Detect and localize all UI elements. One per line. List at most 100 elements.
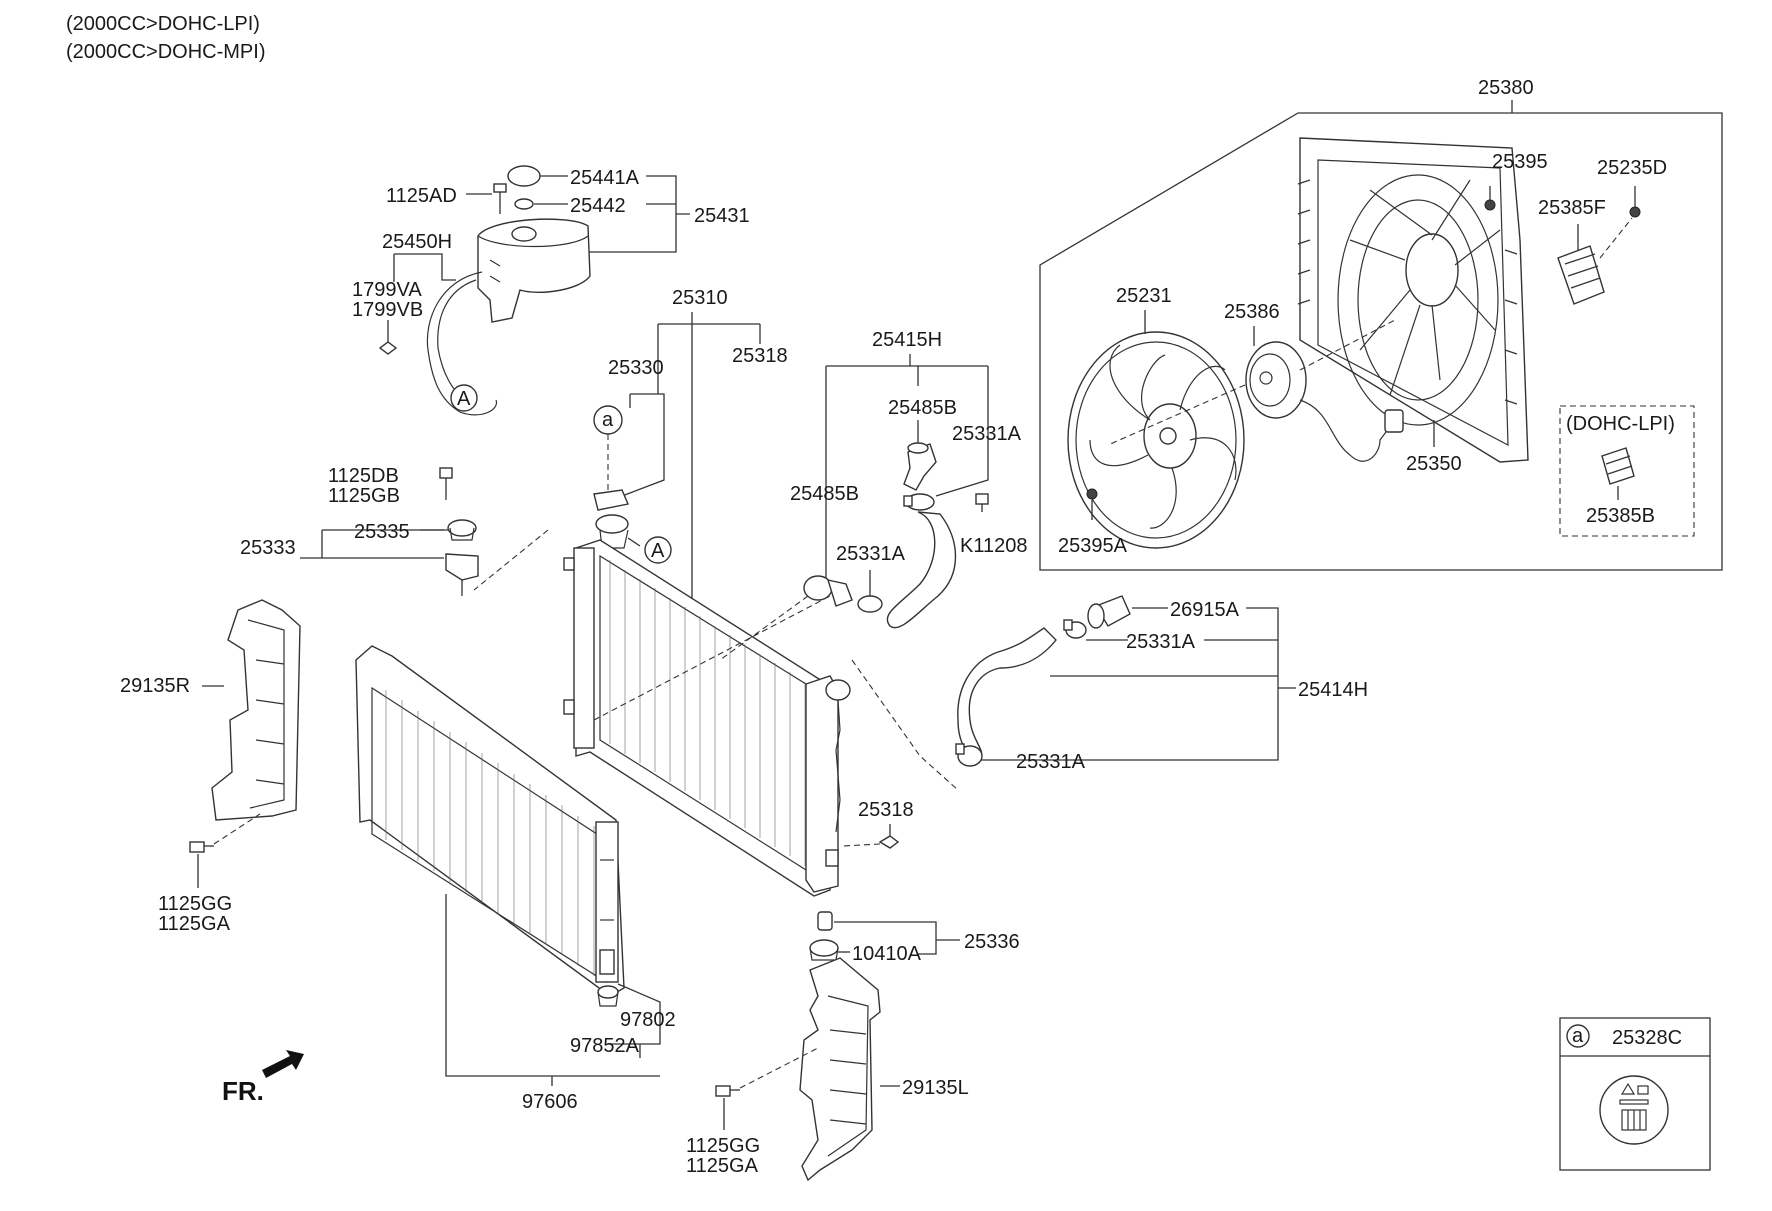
label-25385B: 25385B bbox=[1586, 505, 1655, 527]
header-line-1: (2000CC>DOHC-LPI) bbox=[66, 13, 260, 35]
upper-hose bbox=[886, 511, 957, 629]
dohc-lpi-box bbox=[1559, 405, 1695, 537]
label-25318-top: 25318 bbox=[732, 345, 788, 367]
label-25350: 25350 bbox=[1406, 453, 1462, 475]
hose-fitting-25485B-upper bbox=[903, 442, 937, 491]
label-97606: 97606 bbox=[522, 1091, 578, 1113]
label-25441A: 25441A bbox=[570, 167, 640, 189]
label-25331A-lower-2: 25331A bbox=[1016, 751, 1086, 773]
fan-assembly-frame bbox=[1039, 112, 1723, 571]
screw-25395 bbox=[1484, 186, 1496, 211]
label-25415H: 25415H bbox=[872, 329, 942, 351]
reservoir-hose bbox=[426, 271, 498, 416]
label-97852A: 97852A bbox=[570, 1035, 640, 1057]
label-1125GG-left: 1125GG bbox=[158, 893, 232, 915]
warning-label-25328C bbox=[1599, 1075, 1669, 1145]
label-25414H: 25414H bbox=[1298, 679, 1368, 701]
label-25431: 25431 bbox=[694, 205, 750, 227]
lower-hose-group: 26915A 25331A 25414H 25331A bbox=[955, 595, 1368, 773]
fan-assembly-group: 25380 bbox=[1039, 77, 1723, 571]
resistor-25385B bbox=[1601, 447, 1635, 500]
label-25485B-upper: 25485B bbox=[888, 397, 957, 419]
hose-clamp-left bbox=[857, 570, 883, 613]
label-1125DB: 1125DB bbox=[328, 465, 399, 487]
label-1799VA: 1799VA bbox=[352, 279, 422, 301]
clip-1799VA bbox=[378, 320, 398, 355]
reservoir-cap bbox=[507, 165, 541, 187]
radiator-group: 25310 25318 25330 a A bbox=[473, 287, 959, 897]
screw-25395A bbox=[1086, 488, 1098, 520]
label-25485B-left: 25485B bbox=[790, 483, 859, 505]
label-10410A: 10410A bbox=[852, 943, 922, 965]
callout-A-radiator bbox=[644, 536, 672, 564]
reservoir-tank bbox=[477, 218, 591, 323]
label-25333: 25333 bbox=[240, 537, 296, 559]
label-25380: 25380 bbox=[1478, 77, 1534, 99]
reservoir-group: 25441A 25442 25431 1125AD A 25450H bbox=[352, 165, 750, 416]
label-97802: 97802 bbox=[620, 1009, 676, 1031]
front-direction-indicator: FR. bbox=[222, 1050, 304, 1106]
lower-hose bbox=[957, 627, 1057, 758]
fr-label: FR. bbox=[222, 1076, 264, 1106]
label-dohc-lpi: (DOHC-LPI) bbox=[1566, 413, 1675, 435]
label-25318-mid: 25318 bbox=[858, 799, 914, 821]
label-25331A-upper: 25331A bbox=[952, 423, 1022, 445]
receiver-drier bbox=[595, 821, 619, 983]
label-29135R: 29135R bbox=[120, 675, 190, 697]
isolator-upper bbox=[817, 911, 833, 931]
label-1125GA-left: 1125GA bbox=[158, 913, 231, 935]
label-25328C: 25328C bbox=[1612, 1027, 1682, 1049]
isolator-10410A bbox=[809, 939, 839, 961]
label-25235D: 25235D bbox=[1597, 157, 1667, 179]
label-1125AD: 1125AD bbox=[386, 185, 457, 207]
bolt-1125AD bbox=[466, 183, 507, 214]
label-K11208: K11208 bbox=[960, 535, 1027, 557]
callout-A-top bbox=[450, 384, 478, 412]
condenser-group: 97802 97852A 97606 bbox=[355, 645, 676, 1113]
isolator-group: 10410A 25336 bbox=[809, 911, 1020, 965]
radiator-filler-neck bbox=[595, 514, 629, 534]
label-25386: 25386 bbox=[1224, 301, 1280, 323]
label-25335: 25335 bbox=[354, 521, 410, 543]
label-25231: 25231 bbox=[1116, 285, 1172, 307]
legend-callout-a bbox=[1566, 1024, 1590, 1048]
drier-cap-97802 bbox=[597, 985, 619, 1007]
label-25331A-left: 25331A bbox=[836, 543, 906, 565]
label-1799VB: 1799VB bbox=[352, 299, 423, 321]
bolt-1125DB bbox=[439, 467, 453, 500]
bolt-1125GG-left bbox=[189, 841, 214, 853]
legend-box: a 25328C bbox=[1559, 1017, 1711, 1171]
header-line-2: (2000CC>DOHC-MPI) bbox=[66, 41, 265, 63]
label-29135L: 29135L bbox=[902, 1077, 969, 1099]
label-25385F: 25385F bbox=[1538, 197, 1606, 219]
label-25395A: 25395A bbox=[1058, 535, 1128, 557]
fan-motor bbox=[1245, 319, 1404, 462]
fan-blade bbox=[1067, 331, 1246, 549]
label-25395: 25395 bbox=[1492, 151, 1548, 173]
bolt-1125GG-right bbox=[715, 1085, 740, 1097]
drain-plug-25318 bbox=[878, 835, 900, 849]
hose-clamp-26915 bbox=[1063, 619, 1087, 639]
label-25330: 25330 bbox=[608, 357, 664, 379]
air-guard-left-group: 29135L 1125GG 1125GA bbox=[686, 957, 969, 1182]
label-25310: 25310 bbox=[672, 287, 728, 309]
hose-clamp-upper bbox=[903, 493, 935, 511]
label-26915A: 26915A bbox=[1170, 599, 1240, 621]
screw-25235D bbox=[1629, 186, 1641, 218]
callout-a-letter: a bbox=[602, 409, 614, 431]
radiator-core bbox=[563, 539, 851, 897]
bracket-25333 bbox=[445, 553, 479, 596]
resistor-25385F bbox=[1557, 217, 1633, 305]
label-25336: 25336 bbox=[964, 931, 1020, 953]
fitting-26915A bbox=[1087, 595, 1131, 629]
callout-A-top-letter: A bbox=[457, 388, 471, 410]
label-25442: 25442 bbox=[570, 195, 626, 217]
reservoir-seal bbox=[514, 198, 534, 210]
fr-arrow-icon bbox=[262, 1050, 304, 1078]
label-25450H: 25450H bbox=[382, 231, 452, 253]
label-1125GA-right: 1125GA bbox=[686, 1155, 759, 1177]
clip-K11208 bbox=[975, 493, 989, 512]
callout-A-radiator-letter: A bbox=[651, 540, 665, 562]
label-1125GG-right: 1125GG bbox=[686, 1135, 760, 1157]
